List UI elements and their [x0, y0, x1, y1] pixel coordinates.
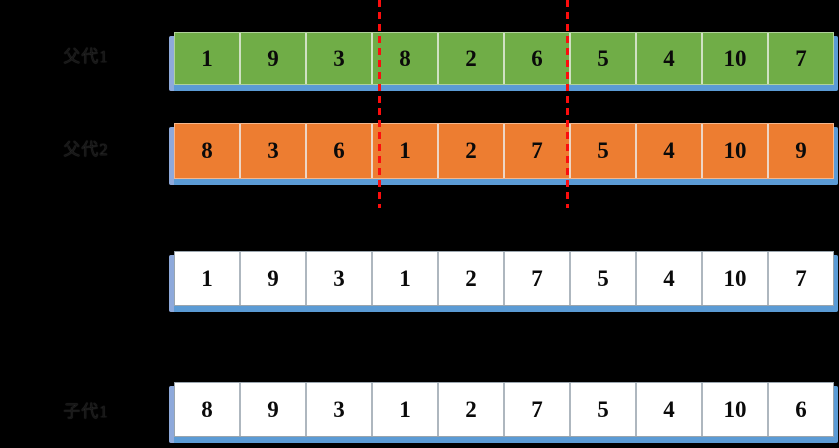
gene-cell: 1	[371, 383, 437, 436]
gene-cell: 2	[437, 124, 503, 178]
gene-cell: 8	[371, 33, 437, 84]
gene-cell: 2	[437, 33, 503, 84]
gene-cell: 7	[767, 33, 833, 84]
offspring-genes: 8 9 3 1 2 7 5 4 10 6	[174, 382, 834, 437]
gene-cell: 5	[569, 252, 635, 305]
gene-cell: 4	[635, 124, 701, 178]
gene-cell: 8	[201, 138, 213, 163]
gene-cell: 10	[701, 383, 767, 436]
parent2-row: 8 3 6 1 2 7 5 4 10 9	[169, 123, 838, 185]
parent2-label: 父代2	[63, 139, 109, 159]
gene-cell: 1	[371, 124, 437, 178]
gene-cell: 7	[503, 124, 569, 178]
gene-cell: 3	[239, 124, 305, 178]
gene-cell: 9	[767, 124, 833, 178]
crossover-cut-line-1	[378, 0, 381, 208]
gene-cell: 5	[569, 383, 635, 436]
parent2-genes: 8 3 6 1 2 7 5 4 10 9	[174, 123, 834, 179]
gene-cell: 2	[437, 252, 503, 305]
parent1-row: 1 9 3 8 2 6 5 4 10 7	[169, 32, 838, 91]
gene-cell: 1	[201, 265, 213, 291]
gene-cell: 4	[635, 383, 701, 436]
parent1-label: 父代1	[63, 47, 109, 66]
gene-cell: 3	[305, 33, 371, 84]
gene-cell: 10	[701, 252, 767, 305]
gene-cell: 3	[305, 383, 371, 436]
gene-cell: 7	[503, 383, 569, 436]
gene-cell: 7	[503, 252, 569, 305]
intermediate-row: 1 9 3 1 2 7 5 4 10 7	[169, 251, 838, 312]
gene-cell: 5	[569, 33, 635, 84]
intermediate-genes: 1 9 3 1 2 7 5 4 10 7	[174, 251, 834, 306]
gene-cell: 6	[503, 33, 569, 84]
gene-cell: 1	[371, 252, 437, 305]
gene-cell: 7	[767, 252, 833, 305]
gene-cell: 3	[305, 252, 371, 305]
gene-cell: 6	[767, 383, 833, 436]
gene-cell: 4	[635, 252, 701, 305]
gene-cell: 9	[239, 252, 305, 305]
gene-cell: 5	[569, 124, 635, 178]
gene-cell: 9	[239, 383, 305, 436]
gene-cell: 1	[201, 45, 213, 71]
crossover-cut-line-2	[566, 0, 569, 208]
offspring-row: 8 9 3 1 2 7 5 4 10 6	[169, 382, 838, 443]
gene-cell: 4	[635, 33, 701, 84]
gene-cell: 6	[305, 124, 371, 178]
gene-cell: 10	[701, 124, 767, 178]
gene-cell: 8	[201, 396, 213, 422]
parent1-genes: 1 9 3 8 2 6 5 4 10 7	[174, 32, 834, 85]
gene-cell: 2	[437, 383, 503, 436]
gene-cell: 10	[701, 33, 767, 84]
gene-cell: 9	[239, 33, 305, 84]
offspring-label: 子代1	[63, 402, 109, 421]
